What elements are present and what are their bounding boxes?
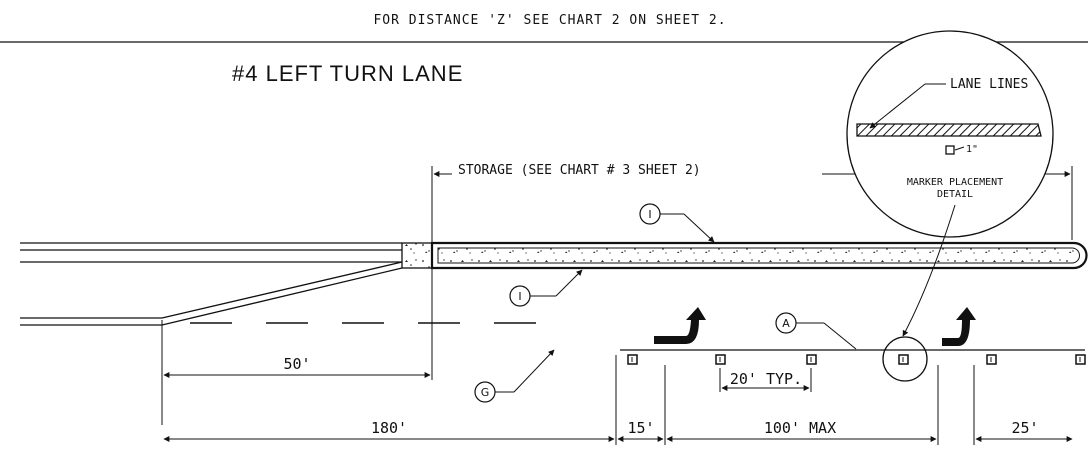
- detail-lane-lines-label: LANE LINES: [950, 77, 1028, 92]
- detail-lane-lines-leader-2: [869, 83, 926, 129]
- svg-text:G: G: [481, 386, 490, 399]
- callout-lower-island: I: [509, 269, 583, 307]
- detail-marker-leader: [954, 146, 965, 151]
- dim-label-approach: 180': [371, 419, 407, 437]
- svg-text:I: I: [648, 208, 651, 221]
- island-nose: [401, 242, 433, 269]
- detail-reference-leader: [902, 204, 956, 337]
- callout-lane-line: A: [775, 312, 857, 350]
- taper-line-1: [161, 261, 403, 319]
- callout-dashed-line: G: [474, 349, 555, 403]
- dim-label-end: 25': [1011, 419, 1038, 437]
- svg-text:I: I: [518, 290, 521, 303]
- callout-upper-island: I: [639, 203, 715, 243]
- marker-placement-detail: 1" LANE LINES MARKER PLACEMENT DETAIL: [846, 30, 1054, 337]
- storage-label-bg: [452, 160, 822, 180]
- svg-text:A: A: [782, 317, 790, 330]
- header-note: FOR DISTANCE 'Z' SEE CHART 2 ON SHEET 2.: [373, 13, 726, 28]
- pavement-markers: [627, 354, 1086, 365]
- drawing-title: #4 LEFT TURN LANE: [232, 61, 463, 86]
- median-island-fill: [437, 247, 1080, 264]
- dim-label-offset: 15': [627, 419, 654, 437]
- taper-line-2: [161, 267, 403, 326]
- storage-label: STORAGE (SEE CHART # 3 SHEET 2): [458, 163, 701, 178]
- dim-label-marker-span: 100' MAX: [764, 419, 836, 437]
- marker-detail-reference-circle: [882, 336, 928, 382]
- detail-marker-dimension: 1": [966, 144, 978, 155]
- detail-caption-line1: MARKER PLACEMENT: [907, 177, 1003, 188]
- dim-label-typical-spacing: 20' TYP.: [730, 370, 802, 388]
- dim-label-taper: 50': [283, 355, 310, 373]
- detail-marker: [945, 145, 955, 155]
- detail-caption-line2: DETAIL: [937, 189, 973, 200]
- left-turn-arrow-1: [654, 307, 706, 344]
- detail-lane-lines-hatch: [856, 123, 1042, 137]
- left-turn-arrow-2: [942, 307, 976, 346]
